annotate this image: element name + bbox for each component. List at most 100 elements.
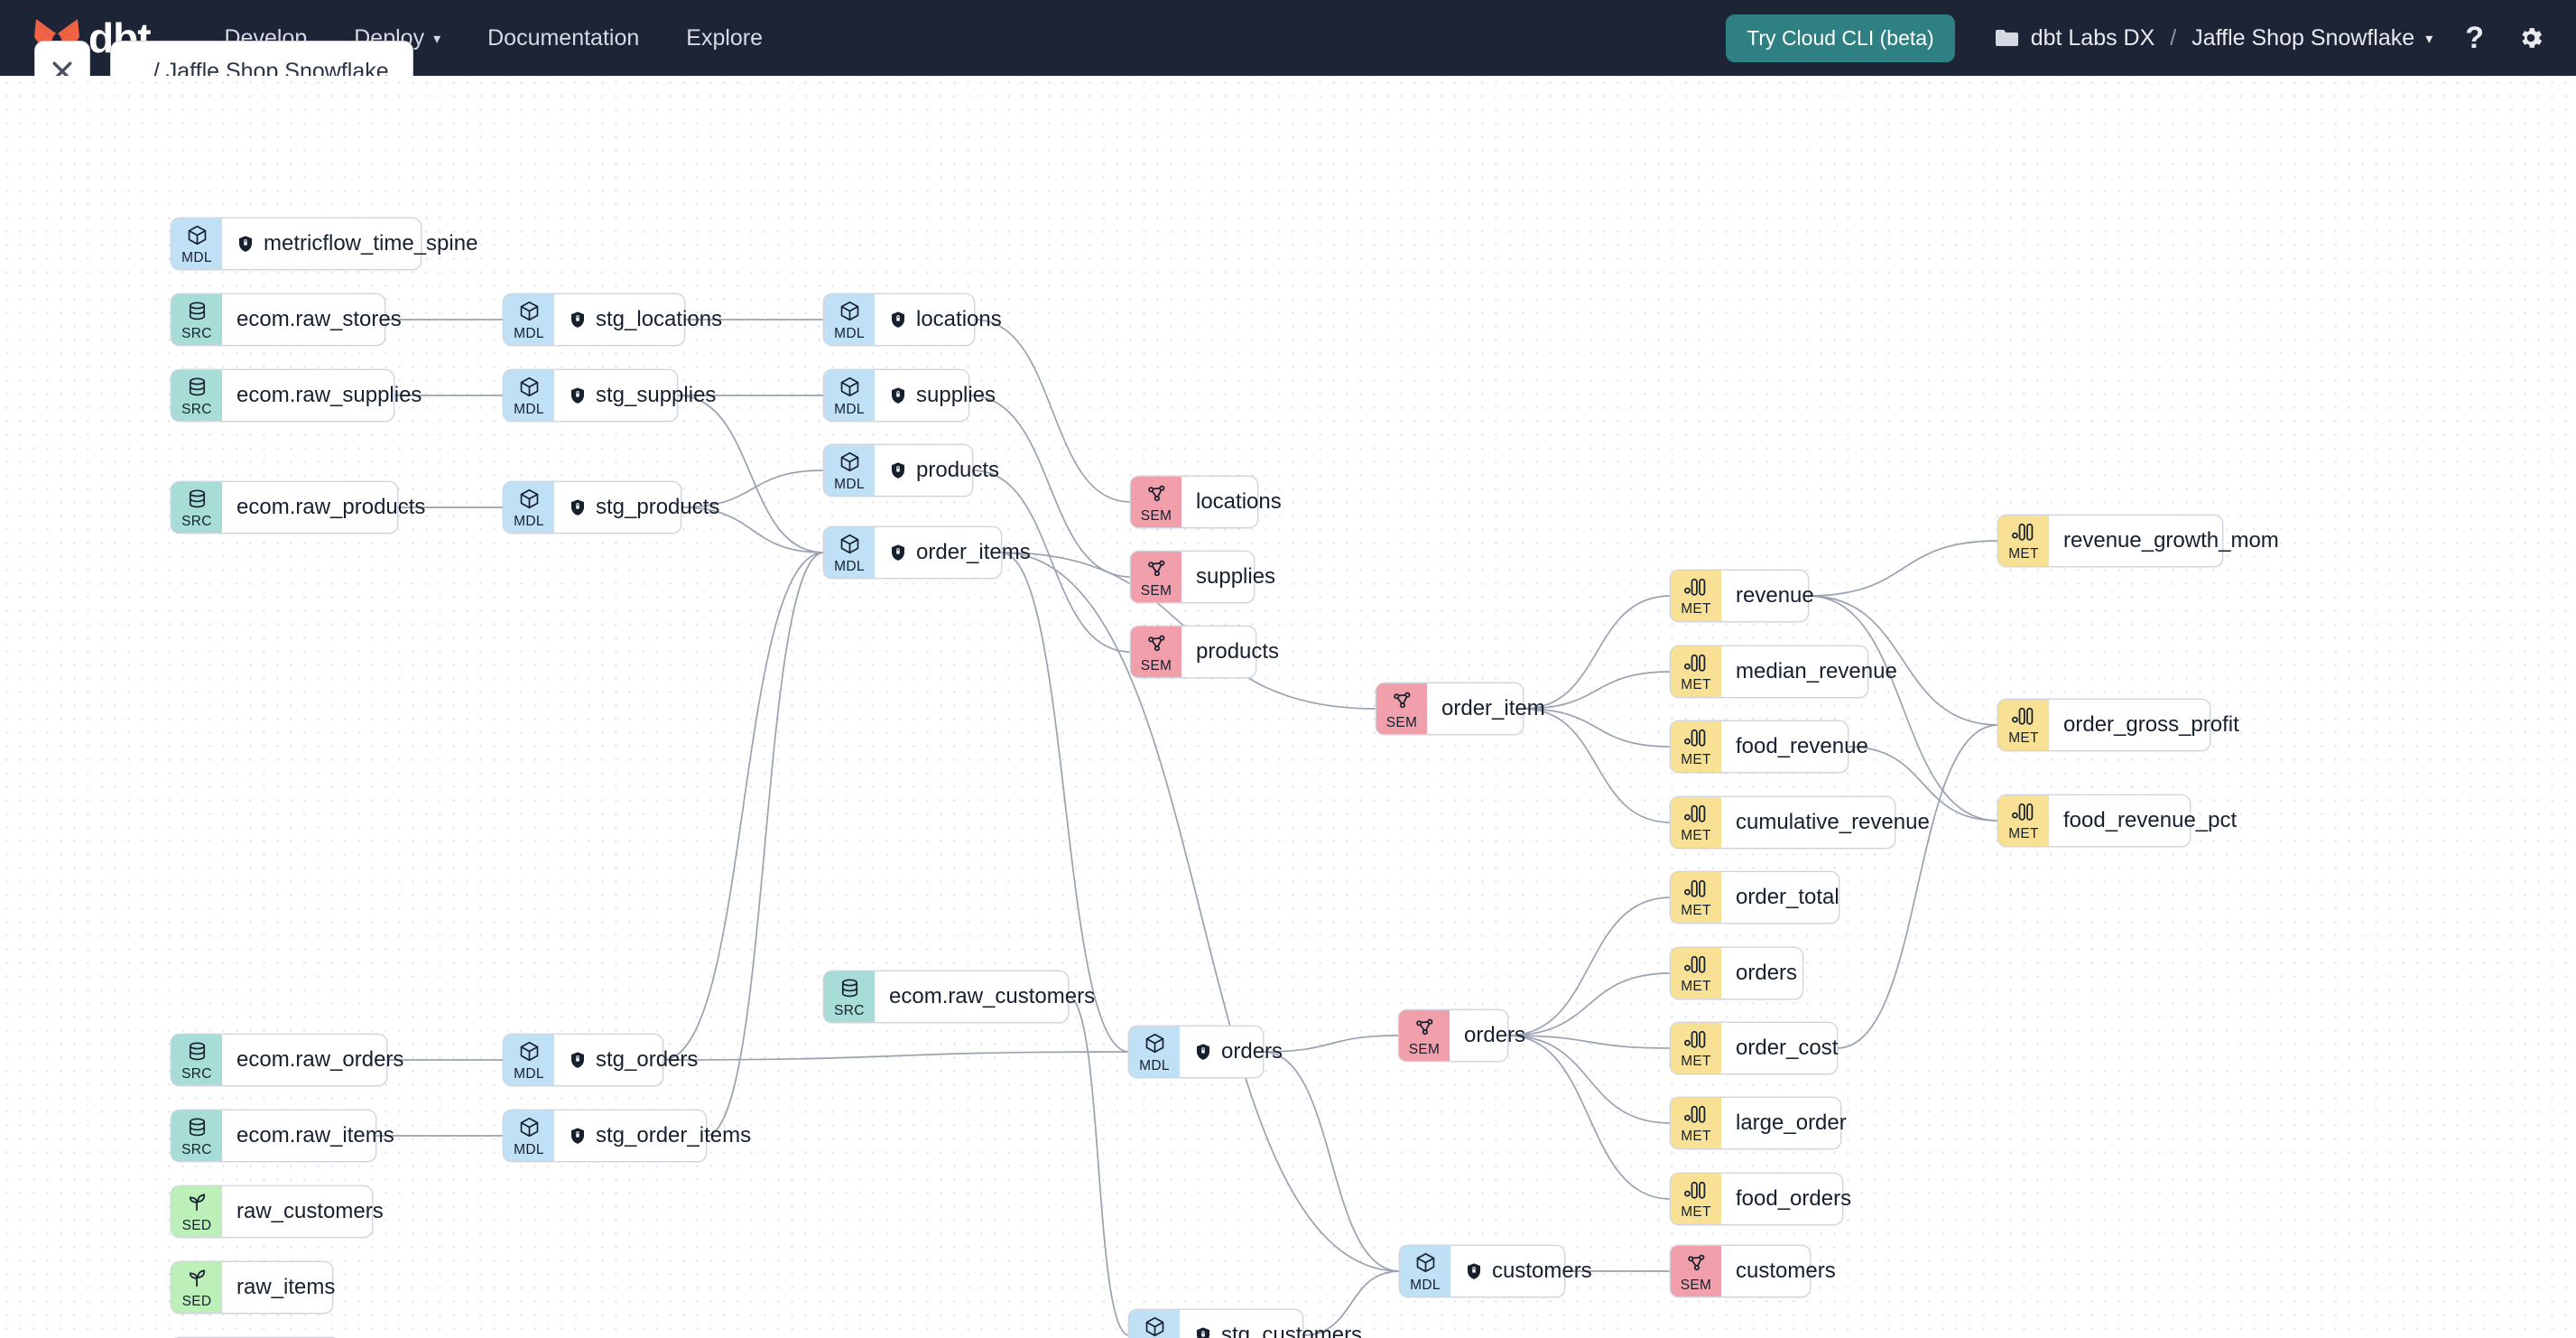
lineage-node-order_items[interactable]: MDL order_items (824, 527, 1031, 578)
lineage-edge (1302, 1270, 1401, 1336)
lineage-node-stg_supplies[interactable]: MDL stg_supplies (504, 370, 716, 421)
lineage-edge (1506, 1035, 1672, 1124)
lineage-node-met_median_revenue[interactable]: MET median_revenue (1671, 646, 1897, 697)
nav-documentation[interactable]: Documentation (464, 25, 663, 51)
lineage-node-ecom_raw_supplies[interactable]: SRC ecom.raw_supplies (171, 370, 422, 421)
node-type-label: MDL (514, 1142, 544, 1158)
cube-icon (839, 300, 861, 327)
node-label: ecom.raw_supplies (236, 383, 422, 407)
bar-chart-icon (1683, 878, 1709, 904)
node-type-badge: SEM (1671, 1246, 1721, 1296)
project-selector[interactable]: Jaffle Shop Snowflake ▾ (2191, 25, 2432, 51)
lock-icon (1194, 1043, 1212, 1061)
node-type-badge: MET (1998, 516, 2049, 566)
lineage-node-raw_items[interactable]: SED raw_items (171, 1262, 335, 1313)
node-type-badge: SRC (171, 294, 222, 345)
lineage-node-ecom_raw_stores[interactable]: SRC ecom.raw_stores (171, 294, 402, 345)
lock-icon (1465, 1262, 1483, 1280)
node-type-label: SRC (181, 402, 212, 418)
lineage-node-sem_customers[interactable]: SEM customers (1671, 1246, 1836, 1296)
lineage-node-products[interactable]: MDL products (824, 445, 999, 496)
lineage-node-met_order_gross_profit[interactable]: MET order_gross_profit (1998, 700, 2239, 750)
node-label: ecom.raw_orders (236, 1047, 404, 1072)
node-type-badge: MET (1671, 646, 1721, 697)
lineage-graph-canvas[interactable]: MDL metricflow_time_spine SRC ecom.raw_s… (0, 76, 2576, 1338)
lineage-node-met_food_revenue[interactable]: MET food_revenue (1671, 721, 1868, 772)
lineage-node-met_revenue_growth_mom[interactable]: MET revenue_growth_mom (1998, 516, 2279, 566)
node-body: ecom.raw_customers (875, 971, 1111, 1022)
try-cloud-cli-button[interactable]: Try Cloud CLI (beta) (1726, 14, 1955, 62)
cube-icon (839, 451, 861, 478)
node-body: ecom.raw_orders (222, 1035, 420, 1085)
lineage-node-ecom_raw_customers[interactable]: SRC ecom.raw_customers (824, 971, 1095, 1022)
lineage-node-ecom_raw_products[interactable]: SRC ecom.raw_products (171, 482, 425, 533)
node-label: order_cost (1736, 1036, 1839, 1060)
node-type-badge: SRC (171, 1035, 222, 1085)
lineage-node-met_order_total[interactable]: MET order_total (1671, 872, 1839, 923)
lineage-node-supplies[interactable]: MDL supplies (824, 370, 996, 421)
lineage-node-met_cumulative_revenue[interactable]: MET cumulative_revenue (1671, 797, 1930, 848)
node-body: raw_items (222, 1262, 351, 1313)
lineage-node-ecom_raw_items[interactable]: SRC ecom.raw_items (171, 1110, 394, 1161)
folder-icon (1995, 28, 2019, 48)
node-label: stg_order_items (596, 1123, 752, 1148)
breadcrumb-separator: / (2170, 24, 2177, 51)
lock-icon (889, 311, 907, 329)
node-body: cumulative_revenue (1721, 797, 1946, 848)
lock-icon (569, 1127, 587, 1145)
lineage-node-met_food_orders[interactable]: MET food_orders (1671, 1174, 1851, 1224)
node-label: order_gross_profit (2063, 712, 2239, 737)
node-body: stg_customers (1180, 1310, 1378, 1338)
lineage-node-stg_orders[interactable]: MDL stg_orders (504, 1035, 698, 1085)
lineage-node-raw_customers[interactable]: SED raw_customers (171, 1186, 384, 1237)
lineage-edge (680, 506, 825, 553)
node-body: locations (875, 294, 1018, 345)
lineage-node-sem_order_item[interactable]: SEM order_item (1376, 683, 1545, 734)
node-body: revenue_growth_mom (2049, 516, 2295, 566)
node-label: ecom.raw_products (236, 495, 426, 519)
lineage-node-met_revenue[interactable]: MET revenue (1671, 571, 1814, 621)
node-type-label: SRC (181, 1142, 212, 1158)
lineage-edge (1847, 746, 1999, 822)
lineage-node-locations[interactable]: MDL locations (824, 294, 1002, 345)
lineage-node-sem_locations[interactable]: SEM locations (1131, 477, 1282, 527)
lineage-node-customers[interactable]: MDL customers (1400, 1246, 1592, 1296)
nav-explore[interactable]: Explore (663, 25, 786, 51)
lineage-node-sem_supplies[interactable]: SEM supplies (1131, 552, 1275, 602)
lineage-node-metricflow_time_spine[interactable]: MDL metricflow_time_spine (171, 218, 477, 269)
lineage-node-orders[interactable]: MDL orders (1129, 1027, 1283, 1077)
node-body: locations (1181, 477, 1298, 527)
lineage-node-stg_locations[interactable]: MDL stg_locations (504, 294, 722, 345)
bar-chart-icon (1683, 1180, 1709, 1205)
lineage-node-sem_products[interactable]: SEM products (1131, 627, 1279, 677)
lock-icon (889, 544, 907, 562)
node-type-badge: MET (1998, 700, 2049, 750)
lineage-node-sem_orders[interactable]: SEM orders (1399, 1010, 1525, 1061)
gear-icon[interactable] (2516, 23, 2545, 52)
lineage-node-met_food_revenue_pct[interactable]: MET food_revenue_pct (1998, 795, 2237, 846)
node-label: locations (1196, 489, 1282, 514)
node-label: revenue (1736, 583, 1814, 608)
lineage-node-met_orders[interactable]: MET orders (1671, 948, 1802, 999)
account-name[interactable]: dbt Labs DX (2030, 24, 2155, 51)
node-type-badge: MDL (824, 445, 875, 496)
bar-chart-icon (1683, 577, 1709, 602)
node-label: supplies (916, 383, 996, 407)
question-mark-icon[interactable]: ? (2465, 20, 2484, 55)
node-body: stg_order_items (554, 1110, 767, 1161)
lineage-node-ecom_raw_orders[interactable]: SRC ecom.raw_orders (171, 1035, 403, 1085)
node-type-badge: MET (1671, 721, 1721, 772)
node-type-badge: MDL (171, 218, 222, 269)
node-body: ecom.raw_items (222, 1110, 411, 1161)
lineage-node-met_large_order[interactable]: MET large_order (1671, 1098, 1847, 1148)
node-label: products (916, 458, 1000, 482)
lineage-node-met_order_cost[interactable]: MET order_cost (1671, 1023, 1839, 1073)
node-type-label: MET (1681, 752, 1711, 768)
lineage-edge (1262, 1051, 1401, 1272)
lineage-node-stg_products[interactable]: MDL stg_products (504, 482, 719, 533)
database-icon (186, 488, 208, 515)
lineage-node-stg_order_items[interactable]: MDL stg_order_items (504, 1110, 751, 1161)
lineage-node-stg_customers[interactable]: MDL stg_customers (1129, 1310, 1362, 1338)
node-type-badge: MET (1998, 795, 2049, 846)
bar-chart-icon (1683, 653, 1709, 678)
